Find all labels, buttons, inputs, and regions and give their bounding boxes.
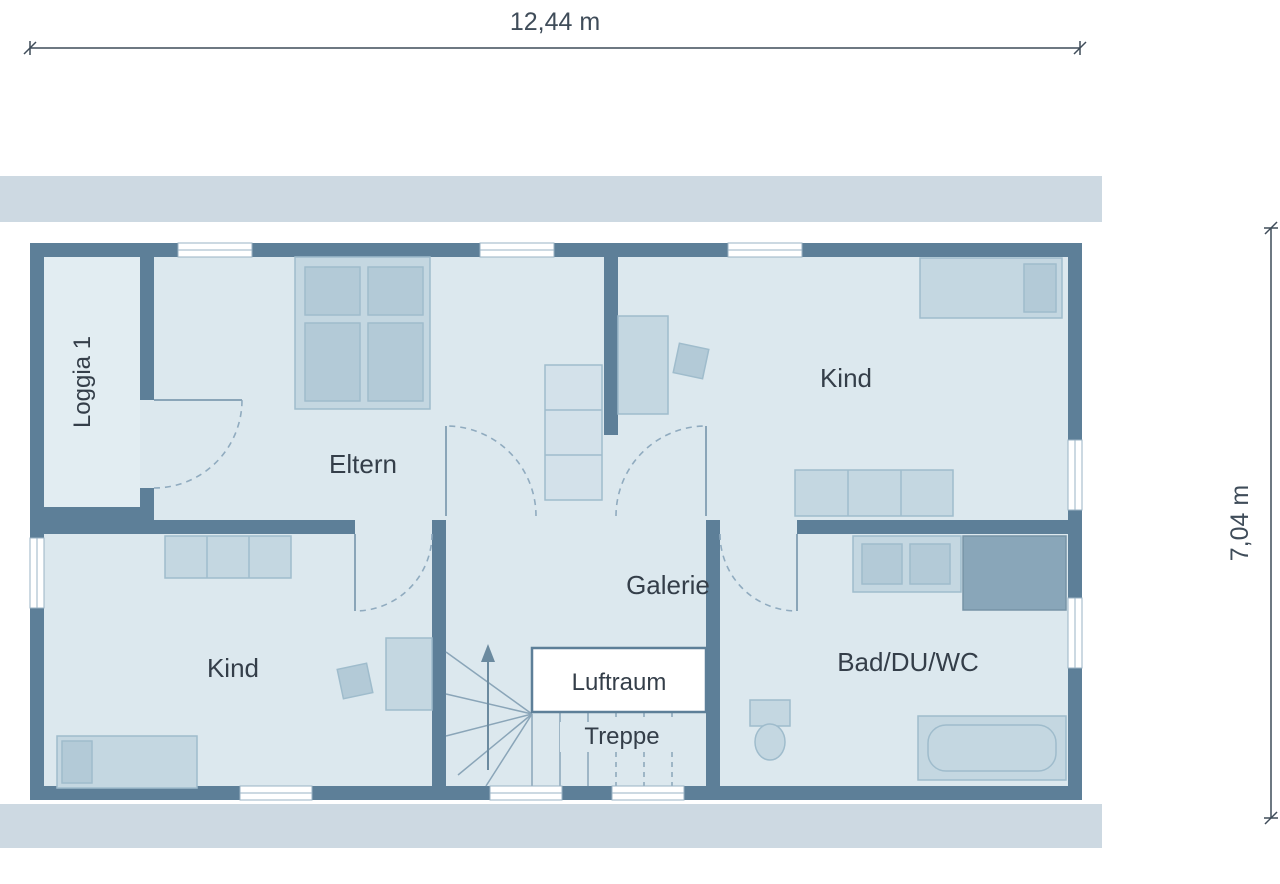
dimension-slash-tick bbox=[1264, 811, 1278, 825]
stair-tread-line bbox=[457, 713, 533, 776]
window bbox=[479, 242, 555, 258]
room-label-eltern: Eltern bbox=[329, 449, 397, 479]
room-label-bath: Bad/DU/WC bbox=[837, 647, 979, 677]
bathtub bbox=[917, 715, 1067, 781]
window bbox=[1067, 597, 1083, 669]
window bbox=[29, 537, 45, 609]
window bbox=[489, 785, 563, 801]
furniture bbox=[56, 256, 1067, 789]
treppe-label-backdrop bbox=[560, 722, 684, 752]
door-arc-galerie-right bbox=[615, 425, 707, 517]
width-dimension-label: 12,44 m bbox=[510, 8, 600, 36]
chair-kind-bottom bbox=[336, 662, 374, 700]
room-label-treppe: Treppe bbox=[584, 723, 659, 750]
door-opening-loggia bbox=[140, 400, 154, 488]
shelf-center bbox=[544, 364, 603, 501]
door-leaves bbox=[154, 399, 798, 611]
room-label-loggia: Loggia 1 bbox=[69, 336, 96, 428]
stair-tread-line bbox=[485, 713, 533, 787]
room-label-galerie: Galerie bbox=[626, 570, 710, 600]
window bbox=[611, 785, 685, 801]
right-dimension bbox=[1264, 221, 1278, 825]
room-loggia bbox=[44, 257, 140, 507]
roof-overhang-top bbox=[0, 176, 1102, 222]
wardrobe-kind-bottom bbox=[164, 535, 292, 579]
window bbox=[239, 785, 313, 801]
bed-kind-bottom bbox=[56, 735, 198, 789]
door-arcs bbox=[153, 399, 798, 612]
door-arc-bath bbox=[719, 533, 798, 612]
window bbox=[177, 242, 253, 258]
luftraum-void bbox=[530, 646, 708, 714]
shower bbox=[962, 535, 1067, 611]
desk-kind-bottom bbox=[385, 637, 433, 711]
bed-kind-top bbox=[919, 257, 1063, 319]
chair-kind-top bbox=[672, 342, 710, 380]
door-arc-loggia bbox=[153, 399, 243, 489]
room-label-kind-bottom: Kind bbox=[207, 653, 259, 683]
stairs-up-arrow-icon bbox=[481, 644, 495, 770]
bed-parents bbox=[294, 256, 431, 410]
door-opening-bath bbox=[720, 520, 797, 534]
door-arc-kind-bottom bbox=[354, 533, 433, 612]
roof-overhang-bottom bbox=[0, 804, 1102, 848]
desk-kind-top bbox=[617, 315, 669, 415]
room-label-luftraum: Luftraum bbox=[572, 669, 667, 696]
room-label-kind-top: Kind bbox=[820, 363, 872, 393]
door-opening-kind-bottom bbox=[355, 520, 432, 534]
opening-wall-end bbox=[604, 435, 618, 520]
window bbox=[727, 242, 803, 258]
washbasin-counter bbox=[852, 535, 962, 593]
height-dimension-label: 7,04 m bbox=[1226, 485, 1254, 561]
dresser-kind-top bbox=[794, 469, 954, 517]
opening-galerie bbox=[446, 520, 706, 534]
window bbox=[1067, 439, 1083, 511]
top-dimension bbox=[23, 41, 1087, 55]
dimension-slash-tick bbox=[23, 41, 37, 55]
dimension-slash-tick bbox=[1264, 221, 1278, 235]
dimension-slash-tick bbox=[1073, 41, 1087, 55]
windows bbox=[29, 242, 1083, 801]
door-arc-galerie-left bbox=[445, 425, 537, 517]
toilet bbox=[749, 699, 791, 761]
